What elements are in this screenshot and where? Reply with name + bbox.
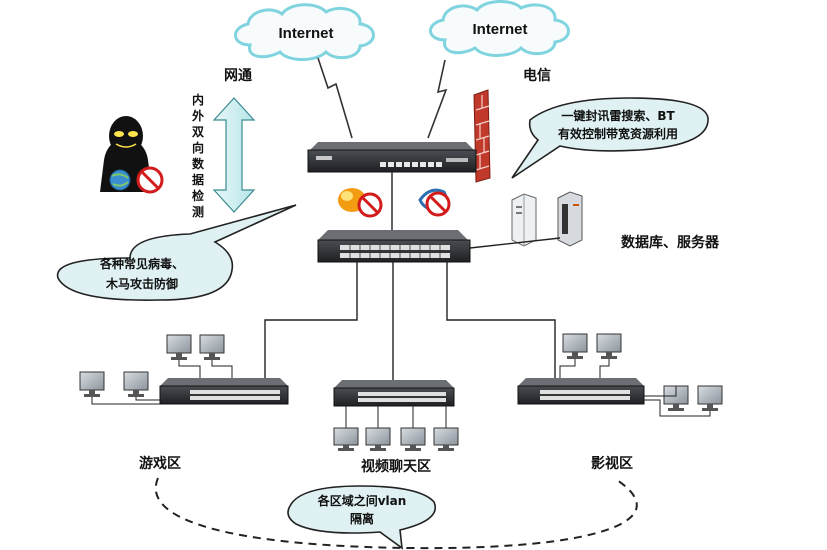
vlan-isolation-boundary xyxy=(154,477,638,550)
monitor-icon xyxy=(79,371,105,397)
bidirectional-detection-label: 内 外 双 向 数 据 检 测 xyxy=(192,92,205,219)
isp-label-right: 电信 xyxy=(523,67,551,84)
monitor-icon xyxy=(166,334,192,360)
access-switch-videochat xyxy=(333,380,455,407)
callout-bandwidth-line1: 一键封讯雷搜索、BT xyxy=(561,108,675,123)
server-icon xyxy=(511,191,583,247)
monitor-icon xyxy=(400,427,426,451)
cloud-left-label: Internet xyxy=(278,25,333,42)
zone-label-game: 游戏区 xyxy=(139,455,181,472)
vertical-char: 双 xyxy=(192,125,204,139)
cloud-right-label: Internet xyxy=(472,21,527,38)
callout-bandwidth: 一键封讯雷搜索、BT 有效控制带宽资源利用 xyxy=(511,97,709,179)
blocked-p2p-icon xyxy=(418,188,451,217)
monitor-icon xyxy=(333,427,359,451)
isp-label-left: 网通 xyxy=(224,68,252,84)
uplink-right xyxy=(427,59,448,139)
callout-bandwidth-line2: 有效控制带宽资源利用 xyxy=(558,126,678,141)
monitor-icon xyxy=(365,427,391,451)
zone-label-movies: 影视区 xyxy=(591,455,633,472)
hacker-icon xyxy=(100,116,164,194)
blocked-download-icon xyxy=(338,188,383,218)
callout-vlan-line2: 隔离 xyxy=(350,511,374,526)
vertical-char: 内 xyxy=(192,92,204,107)
vertical-char: 向 xyxy=(192,140,204,155)
callout-vlan-isolation: 各区域之间vlan 隔离 xyxy=(287,485,437,550)
zone-label-videochat: 视频聊天区 xyxy=(361,458,431,475)
vertical-char: 数 xyxy=(192,156,205,171)
vertical-char: 据 xyxy=(192,172,204,187)
callout-virus-line1: 各种常见病毒、 xyxy=(99,256,184,271)
monitor-icon xyxy=(697,385,723,411)
backbone-links xyxy=(264,262,556,380)
vertical-char: 测 xyxy=(192,204,204,219)
internet-cloud-right: Internet xyxy=(429,0,570,57)
monitor-icon xyxy=(562,333,588,359)
uplink-left xyxy=(317,57,353,139)
core-switch xyxy=(317,230,471,263)
vertical-char: 检 xyxy=(192,188,204,203)
monitor-icon xyxy=(199,334,225,360)
monitor-icon xyxy=(433,427,459,451)
monitor-icon xyxy=(123,371,149,397)
internet-cloud-left: Internet xyxy=(234,3,375,61)
access-switch-movies xyxy=(517,378,645,405)
core-router xyxy=(307,142,477,173)
callout-virus-line2: 木马攻击防御 xyxy=(105,276,178,291)
servers-label: 数据库、服务器 xyxy=(621,234,720,251)
vertical-char: 外 xyxy=(192,108,204,123)
callout-vlan-line1: 各区域之间vlan xyxy=(317,493,407,508)
monitor-icon xyxy=(596,333,622,359)
callout-virus-defense: 各种常见病毒、 木马攻击防御 xyxy=(56,204,297,301)
access-switch-game xyxy=(159,378,289,405)
double-arrow-icon xyxy=(212,97,256,213)
